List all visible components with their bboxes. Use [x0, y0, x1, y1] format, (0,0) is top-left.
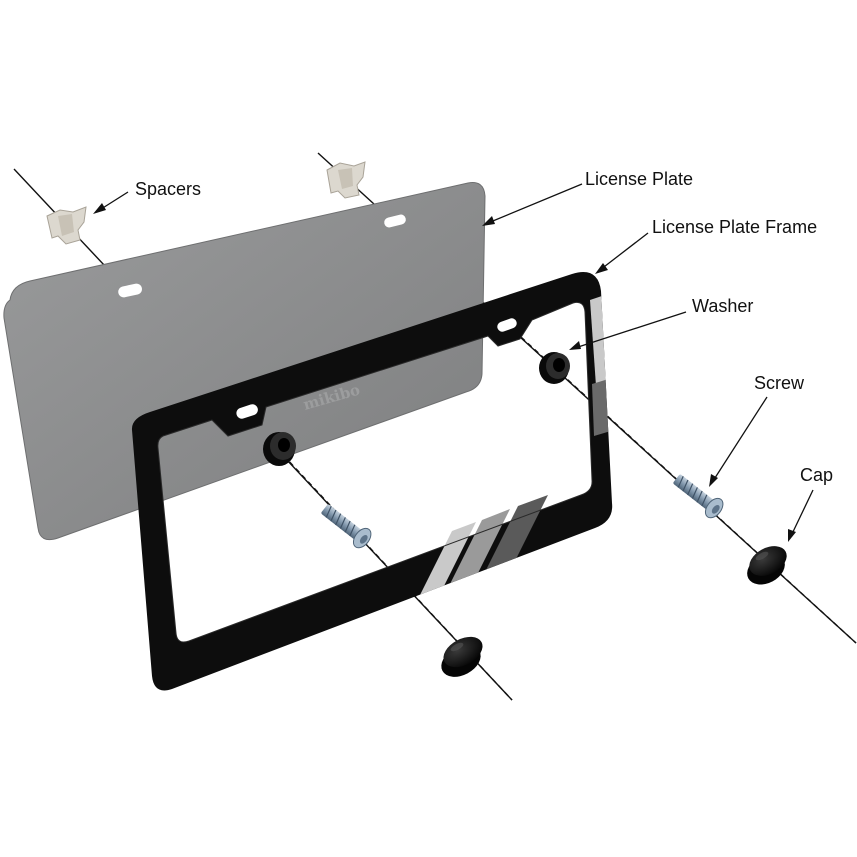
license-plate-frame: [131, 272, 613, 691]
license-plate: mikibo: [3, 182, 486, 541]
leader-spacers: [93, 191, 129, 214]
label-license-plate: License Plate: [585, 169, 694, 189]
label-screw: Screw: [754, 373, 805, 393]
label-washer: Washer: [692, 296, 754, 316]
label-spacers: Spacers: [135, 179, 202, 199]
leader-license-plate: [482, 183, 583, 226]
plate-mount-hole-left: [118, 283, 142, 298]
leader-cap: [788, 489, 814, 542]
spacer-left: [46, 206, 87, 245]
washer-left: [263, 432, 296, 466]
frame-slot-right: [497, 318, 517, 332]
frame-stripes: [413, 294, 613, 609]
leader-screw: [709, 396, 768, 487]
plate-mount-hole-right: [384, 214, 406, 228]
screw-right: [673, 474, 724, 519]
cap-left: [441, 636, 483, 677]
spacer-right: [326, 161, 366, 199]
label-cap: Cap: [800, 465, 834, 485]
cap-right: [747, 546, 787, 585]
leader-lines: [93, 183, 814, 542]
leader-license-plate-frame: [595, 232, 649, 274]
washer-right: [539, 352, 570, 384]
frame-slot-left: [236, 404, 258, 419]
leader-washer: [569, 311, 687, 350]
screw-left: [321, 504, 372, 549]
label-license-plate-frame: License Plate Frame: [652, 217, 818, 237]
